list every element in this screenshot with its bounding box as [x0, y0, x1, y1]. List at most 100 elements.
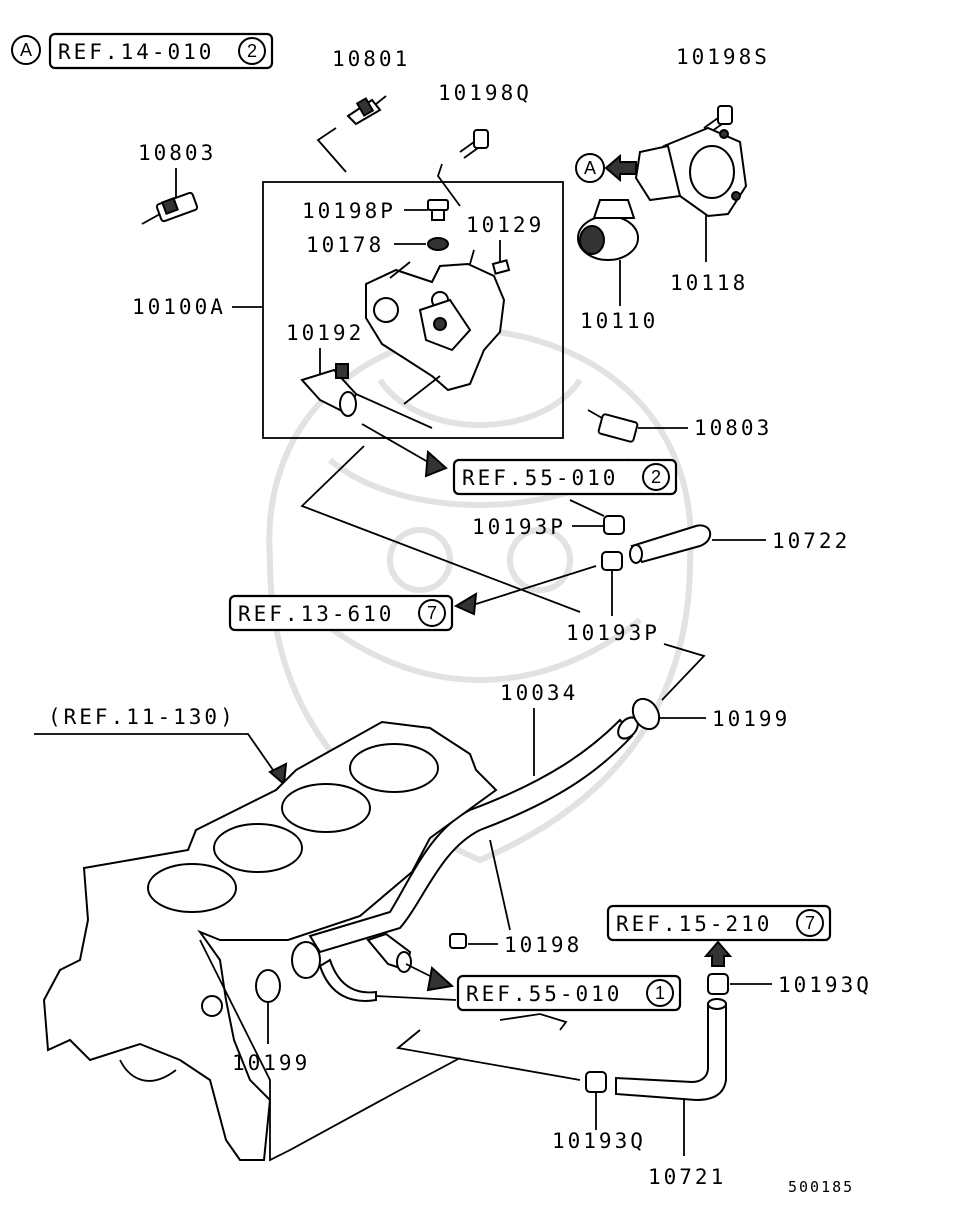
- leader-line: [436, 163, 461, 207]
- gasket-ring-icon: [255, 969, 281, 1003]
- cylinder-block-icon: [42, 720, 568, 1162]
- leader-line: [34, 733, 281, 781]
- part-10193Q-bottom[interactable]: 10193Q: [552, 1071, 646, 1153]
- arrow-left-icon: [453, 592, 478, 616]
- part-10801[interactable]: 10801: [316, 47, 410, 173]
- ref-label: (REF.11-130): [48, 705, 236, 729]
- arrow-right-icon: [426, 966, 455, 992]
- leader-line: [661, 643, 706, 701]
- diagram-code: 500185: [788, 1178, 854, 1196]
- part-number-10198P: 10198P: [302, 199, 396, 223]
- part-10034[interactable]: 10034: [291, 681, 642, 1002]
- ref-11-130[interactable]: (REF.11-130): [34, 705, 288, 787]
- part-10178[interactable]: 10178: [306, 233, 449, 257]
- part-10193P-lower[interactable]: 10193P: [566, 551, 660, 645]
- part-10193Q-right[interactable]: 10193Q: [707, 973, 872, 997]
- ref-circle-number: 2: [651, 467, 661, 487]
- ref-box: [456, 974, 682, 1012]
- part-number-10193P: 10193P: [566, 621, 660, 645]
- marker-a-arrow: A: [575, 153, 637, 183]
- part-number-10110: 10110: [580, 309, 658, 333]
- ref-label: REF.14-010: [58, 40, 214, 64]
- part-10198[interactable]: 10198: [449, 933, 582, 957]
- ref-circle: [642, 463, 670, 491]
- ref-label: REF.15-210: [616, 912, 772, 936]
- leader-line: [403, 375, 441, 405]
- hose-clamp-icon: [707, 973, 729, 995]
- water-inlet-fitting-icon: [634, 126, 748, 218]
- ref-15-210[interactable]: REF.15-210 7: [606, 904, 832, 967]
- water-pipe-icon: [308, 718, 634, 954]
- ref-label: REF.13-610: [238, 602, 394, 626]
- part-10803-right[interactable]: 10803: [587, 409, 772, 443]
- leader-line: [355, 393, 433, 429]
- temperature-sensor-icon: [141, 191, 199, 225]
- part-10129[interactable]: 10129: [466, 213, 544, 275]
- part-10803-top[interactable]: 10803: [138, 141, 216, 225]
- part-number-10199: 10199: [712, 707, 790, 731]
- part-number-10803: 10803: [694, 416, 772, 440]
- part-number-10178: 10178: [306, 233, 384, 257]
- svg-text:A: A: [584, 158, 596, 178]
- ref-55-010-2[interactable]: REF.55-010 2: [361, 423, 678, 496]
- part-number-10198S: 10198S: [676, 45, 770, 69]
- ref-box: [452, 458, 678, 496]
- marker-a-circle: [11, 35, 41, 65]
- pipe-end-icon: [291, 941, 321, 979]
- hose-clamp-icon: [601, 551, 623, 571]
- hose-end-icon: [707, 998, 727, 1010]
- part-10722[interactable]: 10722: [629, 524, 850, 564]
- ref-circle-number: 2: [247, 41, 257, 61]
- part-10199-lower[interactable]: 10199: [232, 969, 310, 1075]
- marker-a-label: A: [20, 40, 32, 60]
- part-10198S[interactable]: 10198S: [676, 45, 770, 135]
- sensor-icon: [346, 95, 387, 126]
- part-number-10100A: 10100A: [132, 295, 226, 319]
- hose-clamp-icon: [585, 1071, 607, 1093]
- pipe-fitting-icon: [300, 363, 358, 417]
- part-number-10721: 10721: [648, 1165, 726, 1189]
- part-number-10118: 10118: [670, 271, 748, 295]
- part-10118[interactable]: 10118: [634, 126, 748, 295]
- leader-line: [489, 839, 511, 931]
- pipe-fitting-lower-icon: [366, 932, 412, 973]
- part-10110[interactable]: 10110: [577, 199, 658, 333]
- thermostat-icon: [577, 199, 639, 261]
- arrow-up-icon: [703, 940, 733, 967]
- plug-bolt-icon: [427, 199, 449, 221]
- hose-clamp-icon: [603, 515, 625, 535]
- ref-13-610[interactable]: REF.13-610 7: [228, 592, 478, 632]
- leader-line: [395, 1029, 581, 1081]
- part-number-10722: 10722: [772, 529, 850, 553]
- arrow-left-icon: [604, 153, 637, 183]
- part-number-10193P: 10193P: [472, 515, 566, 539]
- part-number-10193Q: 10193Q: [552, 1129, 646, 1153]
- leader-line: [361, 423, 429, 463]
- part-number-10198Q: 10198Q: [438, 81, 532, 105]
- ref-box: [606, 904, 832, 942]
- part-10192[interactable]: 10192: [286, 321, 364, 417]
- part-number-10193Q: 10193Q: [778, 973, 872, 997]
- assembly-box-10100A: [262, 181, 564, 439]
- ref-label: REF.55-010: [462, 466, 618, 490]
- ref-label: REF.55-010: [466, 982, 622, 1006]
- part-10193P-upper[interactable]: 10193P: [472, 499, 625, 539]
- part-10198Q[interactable]: 10198Q: [436, 81, 532, 207]
- ref-circle: [418, 599, 446, 627]
- part-10199-upper[interactable]: 10199: [628, 694, 791, 734]
- ref-14-010[interactable]: A REF.14-010 2: [11, 32, 274, 70]
- ref-55-010-1[interactable]: REF.55-010 1: [405, 963, 682, 1012]
- bolt-icon: [449, 933, 467, 949]
- part-10100A[interactable]: 10100A: [132, 295, 263, 319]
- gasket-washer-icon: [427, 237, 449, 251]
- ref-box: [228, 594, 454, 632]
- gasket-ring-icon: [631, 697, 661, 731]
- part-10198P[interactable]: 10198P: [302, 199, 449, 223]
- bolt-icon: [459, 129, 489, 159]
- leader-line: [300, 445, 581, 613]
- part-10721[interactable]: 10721: [615, 998, 727, 1189]
- watermark-emblem: [266, 326, 694, 864]
- part-number-10199: 10199: [232, 1051, 310, 1075]
- temperature-sensor-icon: [587, 409, 639, 443]
